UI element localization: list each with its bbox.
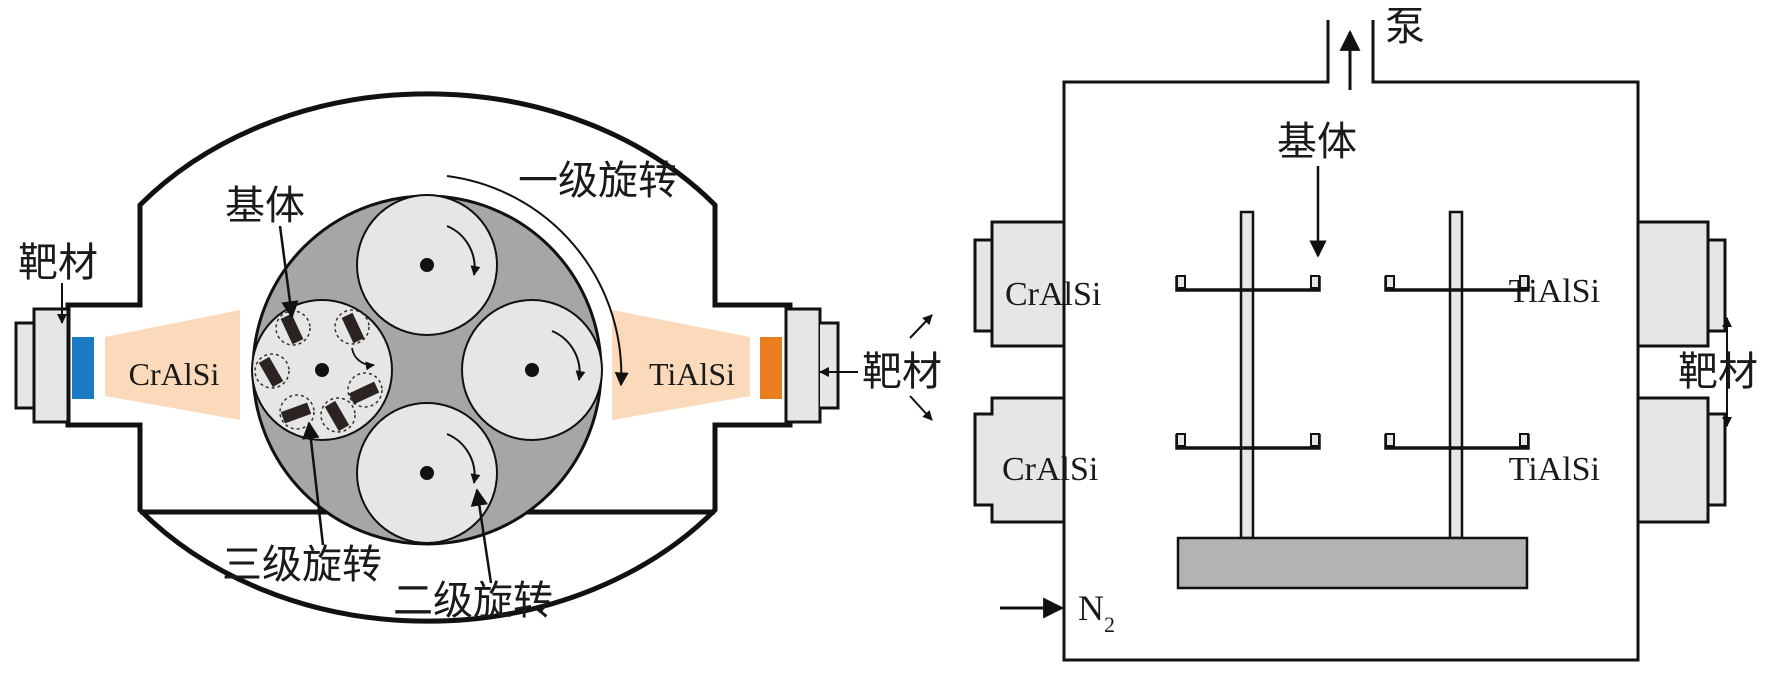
right-upper-target: [1636, 220, 1727, 348]
right-plasma-plume: [612, 310, 750, 420]
planet-right-rotation-arrow: [551, 330, 586, 381]
substrate-holders: [254, 309, 383, 433]
left-lower-target-material: CrAlSi: [1002, 451, 1098, 488]
planet-bottom-rotation-arrow: [446, 433, 481, 484]
first-level-rotation-label: 一级旋转: [518, 158, 678, 204]
right-target-holder: [784, 307, 822, 424]
chamber-wall-right: [1371, 20, 1708, 224]
base-plate: [1176, 536, 1529, 590]
substrates: [258, 312, 380, 432]
left-lower-target: [973, 396, 1066, 524]
middle-target-pointer-up: [909, 314, 933, 339]
left-plasma-plume: [105, 310, 240, 420]
middle-target-label: 靶材: [862, 349, 942, 395]
second-level-rotation-label: 二级旋转: [393, 578, 553, 624]
right-target: [760, 337, 782, 399]
left-substrate-pointer: [278, 225, 299, 319]
third-level-rotation-label: 三级旋转: [222, 542, 382, 588]
right-lower-target-material: TiAlSi: [1509, 451, 1600, 488]
planet-right-center: [525, 363, 539, 377]
left-target-label: 靶材: [18, 240, 98, 286]
planet-bottom-center: [420, 466, 434, 480]
right-lower-target: [1636, 396, 1727, 524]
right-target-material: TiAlSi: [649, 356, 735, 392]
left-target-holder: [32, 307, 70, 424]
left-upper-target-material: CrAlSi: [1005, 276, 1101, 313]
right-target-label: 靶材: [1678, 349, 1758, 395]
chamber-bottom-wall: [1062, 522, 1640, 662]
fixture-column-left: [1239, 210, 1255, 540]
substrate-blocks: [1176, 275, 1529, 447]
first-level-rotation-arrow: [446, 175, 629, 387]
middle-target-pointer-down: [909, 395, 933, 421]
left-top-view-diagram: CrAlSi TiAlSi: [14, 91, 840, 624]
planet-top-rotation-arrow: [446, 225, 481, 276]
left-substrate-label: 基体: [225, 183, 305, 229]
substrate-rotation-arrow: [351, 347, 375, 371]
pump-label: 泵: [1385, 4, 1425, 50]
planet-left-center: [315, 363, 329, 377]
right-substrate-label: 基体: [1277, 119, 1357, 165]
n2-label: N2: [1078, 588, 1115, 637]
right-target-housing: [820, 321, 840, 410]
right-side-view-diagram: 泵 CrAlSi CrAlSi TiAlSi TiAlSi 靶材 靶材 基体: [819, 4, 1758, 662]
chamber-wall-left: [1062, 20, 1330, 222]
planet-top-center: [420, 258, 434, 272]
fixture-column-right: [1448, 210, 1464, 540]
second-level-rotation-pointer: [470, 488, 493, 584]
substrate-trays: [1175, 276, 1530, 450]
left-target-material: CrAlSi: [129, 356, 220, 392]
left-target: [72, 337, 94, 399]
third-level-rotation-pointer: [302, 421, 325, 546]
